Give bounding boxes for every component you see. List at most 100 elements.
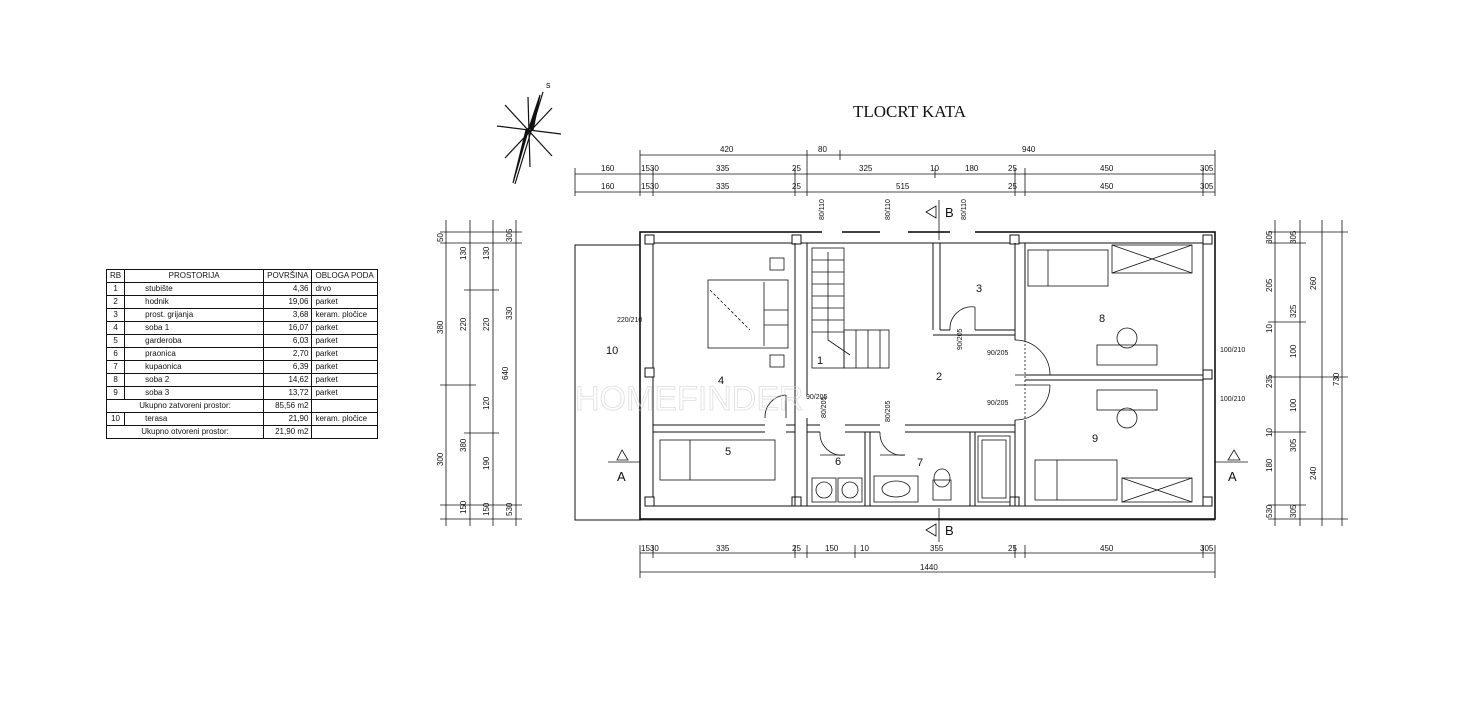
svg-text:305: 305: [1265, 230, 1274, 244]
svg-text:100/210: 100/210: [1220, 396, 1245, 403]
svg-text:80/205: 80/205: [885, 400, 892, 422]
svg-text:90/205: 90/205: [987, 400, 1009, 407]
svg-text:90/205: 90/205: [806, 394, 828, 401]
north-arrow-icon: [496, 91, 562, 185]
bottom-dimension-lines: [575, 519, 1216, 578]
door-swings: [764, 306, 1051, 456]
svg-text:530: 530: [1265, 504, 1274, 518]
svg-text:100: 100: [1289, 398, 1298, 412]
closed-total-row: Ukupno zatvoreni prostor: 85,56 m2: [105, 399, 378, 413]
svg-text:25: 25: [1008, 182, 1017, 191]
room-number-4: 4: [718, 375, 724, 387]
svg-text:25: 25: [792, 164, 801, 173]
svg-text:305: 305: [1289, 230, 1298, 244]
svg-text:380: 380: [436, 320, 445, 334]
top-dimension-values: 420 80 940 160 1530 335 25 325 10 180 25…: [601, 145, 1214, 191]
left-dimension-lines: [440, 220, 522, 526]
svg-text:1530: 1530: [641, 164, 659, 173]
svg-text:305: 305: [1289, 438, 1298, 452]
staircase: [811, 247, 890, 369]
svg-text:10: 10: [930, 164, 939, 173]
svg-text:180: 180: [965, 164, 979, 173]
bed-room-9: [1034, 389, 1193, 503]
svg-text:90/205: 90/205: [957, 328, 964, 350]
table-header-row: RB PROSTORIJA POVRŠINA OBLOGA PODA: [105, 269, 378, 283]
svg-text:160: 160: [601, 164, 615, 173]
bathroom-fixtures: [873, 435, 1011, 503]
svg-text:325: 325: [1289, 304, 1298, 318]
header-rb: RB: [105, 269, 126, 283]
svg-text:1530: 1530: [641, 182, 659, 191]
svg-text:80/110: 80/110: [885, 199, 892, 220]
svg-text:235: 235: [1265, 374, 1274, 388]
room-number-6: 6: [835, 456, 841, 468]
svg-text:305: 305: [505, 228, 514, 242]
watermark: HOMEFINDER: [575, 380, 804, 418]
svg-text:450: 450: [1100, 544, 1114, 553]
svg-text:1440: 1440: [920, 563, 938, 572]
svg-text:305: 305: [1200, 544, 1214, 553]
svg-text:640: 640: [501, 366, 510, 380]
bed-room-4: [707, 257, 789, 368]
svg-text:10: 10: [860, 544, 869, 553]
svg-text:220: 220: [459, 317, 468, 331]
svg-text:530: 530: [505, 502, 514, 516]
section-mark-a-left: A: [617, 469, 626, 484]
svg-text:80/205: 80/205: [821, 396, 828, 418]
right-dimension-values: 305 205 10 235 10 180 530 305 325 100 10…: [1265, 230, 1341, 518]
room-number-2: 2: [936, 371, 942, 383]
right-dimension-lines: [1268, 220, 1348, 526]
svg-text:150: 150: [482, 502, 491, 516]
svg-text:325: 325: [859, 164, 873, 173]
room-number-10: 10: [606, 345, 618, 357]
svg-text:25: 25: [1008, 164, 1017, 173]
svg-text:335: 335: [716, 182, 730, 191]
svg-text:450: 450: [1100, 182, 1114, 191]
section-mark-b-top: B: [945, 205, 954, 220]
svg-text:1530: 1530: [641, 544, 659, 553]
open-total-row: Ukupno otvoreni prostor: 21,90 m2: [105, 425, 378, 439]
room-numbers: 1 2 3 4 5 6 7 8 9 10: [606, 283, 1105, 469]
svg-text:160: 160: [601, 182, 615, 191]
north-label: s: [546, 80, 551, 90]
svg-text:220: 220: [482, 317, 491, 331]
svg-text:90/205: 90/205: [987, 350, 1009, 357]
svg-text:130: 130: [482, 246, 491, 260]
svg-text:190: 190: [482, 456, 491, 470]
svg-text:25: 25: [792, 544, 801, 553]
svg-text:220/210: 220/210: [617, 317, 642, 324]
room-number-9: 9: [1092, 433, 1098, 445]
room-number-3: 3: [976, 283, 982, 295]
plan-title: TLOCRT KATA: [853, 102, 967, 121]
svg-text:100/210: 100/210: [1220, 347, 1245, 354]
svg-text:180: 180: [1265, 458, 1274, 472]
svg-text:25: 25: [792, 182, 801, 191]
svg-text:335: 335: [716, 164, 730, 173]
column-blocks: [644, 234, 1213, 507]
washing-machines: [811, 477, 863, 503]
svg-text:420: 420: [720, 145, 734, 154]
svg-text:130: 130: [459, 246, 468, 260]
svg-text:305: 305: [1200, 182, 1214, 191]
svg-text:940: 940: [1022, 145, 1036, 154]
wardrobe-room-5: [659, 439, 776, 481]
svg-text:150: 150: [825, 544, 839, 553]
svg-text:150: 150: [459, 500, 468, 514]
svg-text:380: 380: [459, 438, 468, 452]
door-labels: 220/210 90/205 90/205 90/205 100/210 100…: [617, 199, 1245, 422]
section-mark-a-right: A: [1228, 469, 1237, 484]
bottom-dimension-values: 1530 335 25 150 10 355 25 450 305 1440: [641, 544, 1214, 572]
section-markers: A A B B: [608, 200, 1248, 542]
svg-text:305: 305: [1200, 164, 1214, 173]
